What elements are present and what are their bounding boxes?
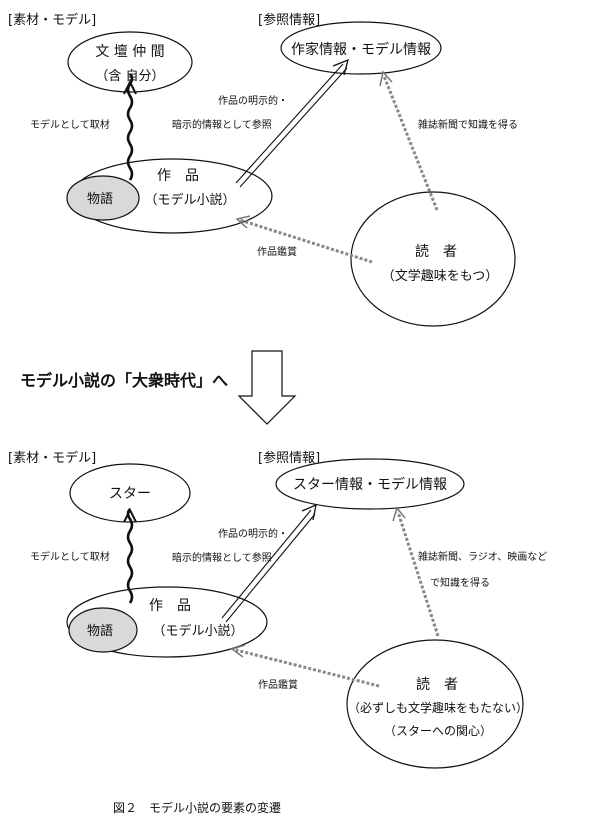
down-arrow-icon [237,350,297,425]
model-wavy-arrow-2 [126,508,134,604]
label-material: [素材・モデル] [8,12,96,28]
label-reference-2: [参照情報] [258,450,320,466]
transition: モデル小説の「大衆時代」へ [20,350,297,425]
bundan-ellipse [67,31,193,93]
appreciate-arrow-line-2 [235,648,380,688]
arrow-reference-label-2-2: 暗示的情報として参照 [172,551,272,564]
arrow-appreciate-label: 作品鑑賞 [257,245,297,258]
arrow-reference-label-1: 作品の明示的・ [218,94,288,107]
arrow-news-label-2b: で知識を得る [430,576,490,589]
appreciate-arrow-line [239,218,373,264]
work-title: 作 品 [157,168,199,184]
star-label: スター [109,486,151,502]
star-info-label: スター情報・モデル情報 [293,476,447,493]
author-info-label: 作家情報・モデル情報 [291,41,431,58]
news-arrow-line-2 [396,511,440,637]
reference-arrow-line-b-2 [225,513,316,623]
author-info-ellipse [280,21,442,75]
reference-arrow-line-a [235,63,344,184]
story-ellipse [66,175,140,221]
work-subtitle: （モデル小説） [144,192,235,208]
model-wavy-arrowhead-2 [123,507,137,523]
story-label-2: 物語 [87,623,113,639]
label-material-2: [素材・モデル] [8,450,96,466]
reader-subtitle-2b: （スターへの関心） [384,724,492,738]
arrow-reference-label-2: 暗示的情報として参照 [172,118,272,131]
news-arrowhead [379,70,393,87]
work-title-2: 作 品 [149,598,191,614]
star-ellipse [69,463,191,523]
star-info-ellipse [275,458,465,510]
reader-title: 読 者 [415,243,457,260]
story-label: 物語 [87,191,113,207]
news-arrowhead-2 [392,506,406,522]
arrow-appreciate-label-2: 作品鑑賞 [258,678,298,691]
reader-ellipse-2 [346,639,524,769]
transition-heading: モデル小説の「大衆時代」へ [20,371,228,390]
model-wavy-arrowhead [123,79,137,95]
reference-arrowhead [332,58,349,76]
reader-subtitle: （文学趣味をもつ） [382,268,498,284]
story-ellipse-2 [68,607,138,653]
arrow-news-label-2a: 雑誌新聞、ラジオ、映画など [418,550,547,563]
figure-caption: 図２ モデル小説の要素の変遷 [113,800,281,815]
work-subtitle-2: （モデル小説） [152,623,243,639]
appreciate-arrowhead [235,215,251,229]
reference-arrowhead-2 [301,503,317,521]
reference-arrow-line-a-2 [221,509,312,619]
arrow-model-label: モデルとして取材 [30,118,110,131]
reader-subtitle-2: （必ずしも文学趣味をもたない） [348,700,528,715]
appreciate-arrowhead-2 [230,644,246,658]
bottom-diagram: [素材・モデル] [参照情報] スター スター情報・モデル情報 物語 作 品 （… [8,450,547,769]
arrow-reference-label-1-2: 作品の明示的・ [218,527,288,540]
label-reference: [参照情報] [258,12,320,28]
bundan-title: 文 壇 仲 間 [95,43,164,60]
reference-arrow-line-b [239,67,348,188]
reader-title-2: 読 者 [416,676,458,693]
model-wavy-arrow [126,73,134,181]
arrow-news-label: 雑誌新聞で知識を得る [418,118,518,131]
arrow-model-label-2: モデルとして取材 [30,550,110,563]
reader-ellipse [350,191,516,327]
top-diagram: [素材・モデル] [参照情報] 文 壇 仲 間 （含 自分） 作家情報・モデル情… [8,12,518,327]
news-arrow-line [382,75,439,211]
